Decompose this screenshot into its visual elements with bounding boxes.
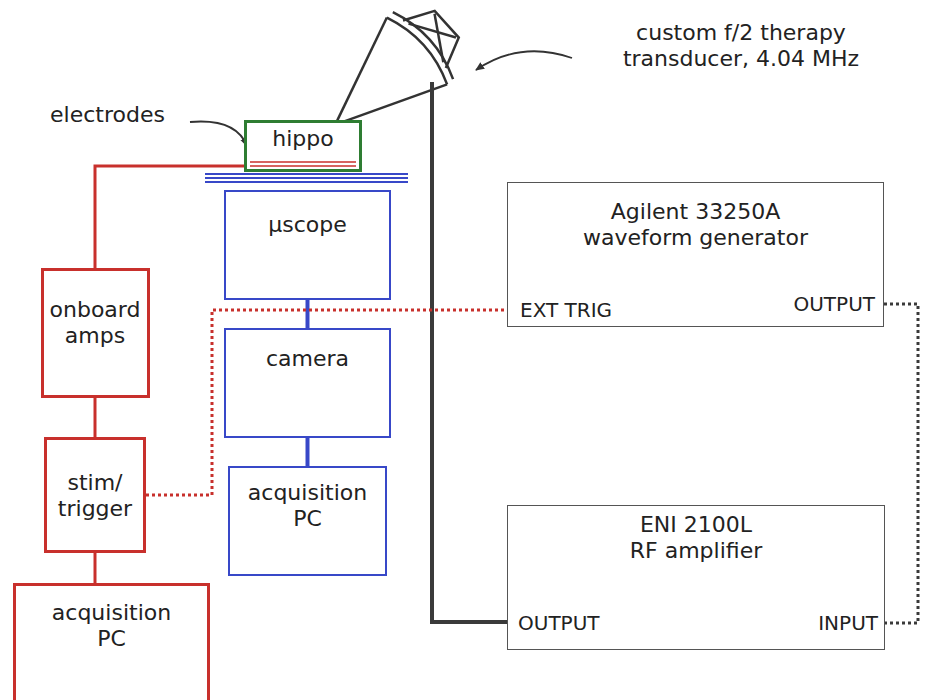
port-label: EXT TRIG: [520, 298, 612, 322]
signal-wire: [94, 553, 97, 583]
signal-wire: [884, 304, 918, 623]
slide-lines: [205, 174, 408, 182]
amplifier-box: onboard amps: [41, 268, 150, 398]
box-title: µscope: [226, 212, 389, 238]
port-label: INPUT: [818, 611, 878, 635]
box-title: hippo: [247, 126, 359, 152]
box-title: Agilent 33250A waveform generator: [536, 199, 856, 252]
box-title: acquisition PC: [32, 600, 192, 653]
transducer-label: custom f/2 therapy transducer, 4.04 MHz: [566, 20, 916, 73]
tissue-box: hippo: [244, 120, 362, 172]
box-title: onboard amps: [44, 297, 147, 350]
instrument-box: ENI 2100L RF amplifierOUTPUT INPUT: [507, 505, 885, 650]
signal-wire: [94, 398, 97, 437]
instrument-box: Agilent 33250A waveform generatorEXT TRI…: [507, 182, 884, 327]
signal-wire: [306, 438, 310, 466]
trigger-box: stim/ trigger: [44, 437, 146, 553]
port-label: OUTPUT: [518, 611, 600, 635]
box-title: acquisition PC: [233, 480, 383, 533]
signal-wire: [95, 166, 244, 268]
rf-cable: [432, 82, 507, 622]
leader-arrow: [476, 51, 572, 70]
box-title: ENI 2100L RF amplifier: [596, 512, 796, 565]
box-title: stim/ trigger: [47, 470, 143, 523]
signal-wire: [306, 300, 310, 328]
leader-arrow: [190, 122, 247, 147]
pc-box: acquisition PC: [228, 466, 387, 576]
microscope-box: µscope: [224, 190, 391, 300]
pc-box: acquisition PC: [13, 583, 210, 700]
port-label: OUTPUT: [793, 292, 875, 316]
box-title: camera: [226, 346, 389, 372]
camera-box: camera: [224, 328, 391, 438]
electrodes-label: electrodes: [50, 102, 200, 128]
